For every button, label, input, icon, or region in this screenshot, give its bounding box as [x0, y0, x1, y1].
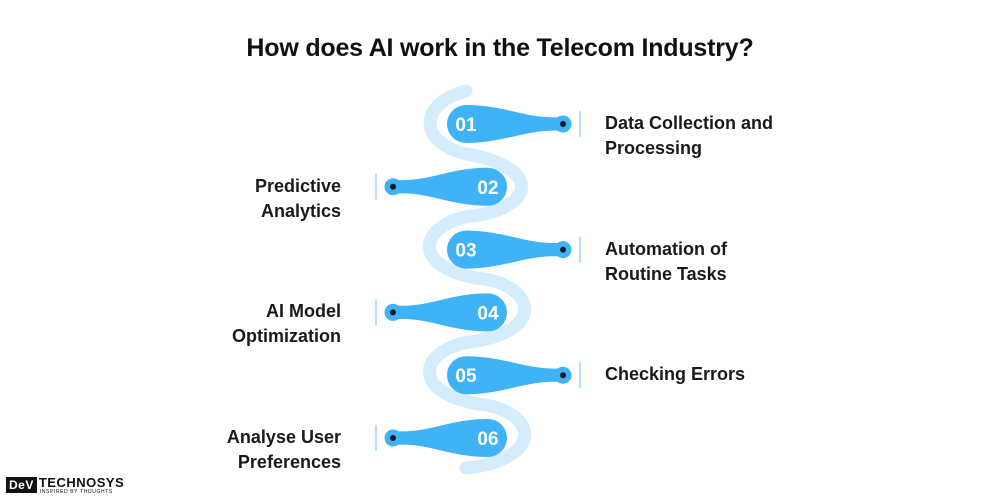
step-label-line: Processing	[605, 138, 703, 158]
connector-01	[466, 105, 570, 143]
logo-badge: DeV	[6, 477, 37, 493]
connector-02	[386, 167, 488, 206]
connector-dot-02	[390, 183, 396, 190]
logo-tagline: INSPIRED BY THOUGHTS	[39, 488, 113, 495]
company-logo: DeV TECHNOSYS INSPIRED BY THOUGHTS	[6, 474, 124, 496]
step-label-03: Automation of Routine Tasks	[605, 237, 845, 287]
step-node-01: 01	[447, 105, 581, 143]
connector-06	[386, 419, 488, 457]
number-circle-03	[447, 230, 485, 269]
step-node-04: 04	[375, 293, 507, 332]
connector-dot-01	[560, 121, 566, 127]
connector-03	[466, 230, 570, 269]
step-label-line: Analytics	[260, 200, 341, 221]
connector-dot-06	[390, 435, 396, 441]
connector-dot-05	[560, 372, 566, 379]
step-node-05: 05	[447, 356, 581, 395]
connector-05	[466, 356, 570, 395]
step-label-05: Checking Errors	[605, 362, 845, 387]
number-circle-06	[469, 419, 507, 457]
step-number-02: 02	[477, 178, 498, 199]
step-label-line: Checking Errors	[605, 364, 746, 385]
serpentine-track	[423, 84, 531, 475]
connector-04	[386, 293, 488, 332]
step-label-line: Routine Tasks	[605, 263, 727, 284]
step-label-line: Predictive	[254, 175, 341, 196]
page-title: How does AI work in the Telecom Industry…	[246, 34, 754, 62]
step-number-01: 01	[455, 115, 477, 136]
number-circle-02	[469, 167, 507, 206]
connector-dot-03	[560, 246, 566, 253]
number-circle-05	[447, 356, 485, 395]
logo-name: TECHNOSYS	[38, 474, 125, 490]
step-label-line: Automation of	[605, 238, 727, 259]
step-label-line: Analyse User	[226, 427, 341, 447]
step-label-line: Data Collection and	[605, 113, 774, 133]
step-label-line: AI Model	[266, 301, 341, 322]
step-node-06: 06	[375, 419, 507, 457]
step-number-03: 03	[455, 241, 476, 262]
number-circle-04	[469, 293, 507, 332]
connector-dot-04	[390, 309, 396, 316]
step-label-line: Preferences	[237, 452, 341, 472]
step-number-05: 05	[455, 366, 477, 387]
number-circle-01	[447, 105, 485, 143]
step-number-04: 04	[477, 303, 499, 324]
step-node-03: 03	[447, 230, 581, 269]
step-label-line: Optimization	[232, 326, 341, 347]
step-number-06: 06	[477, 429, 498, 450]
step-node-02: 02	[375, 167, 507, 206]
